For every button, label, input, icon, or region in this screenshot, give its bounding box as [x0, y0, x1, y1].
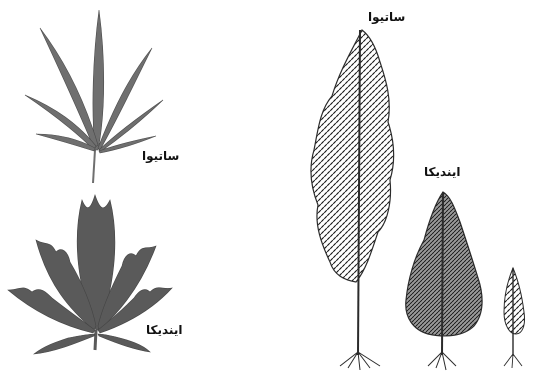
- sativa-leaf-label: ساتیوا: [142, 150, 179, 162]
- indica-plant-label: ایندیکا: [424, 166, 460, 178]
- small-plant: [504, 268, 525, 368]
- sativa-plant: [311, 30, 394, 370]
- indica-leaf-label: ایندیکا: [146, 324, 182, 336]
- sativa-plant-label: ساتیوا: [368, 11, 405, 23]
- indica-plant: [406, 192, 482, 370]
